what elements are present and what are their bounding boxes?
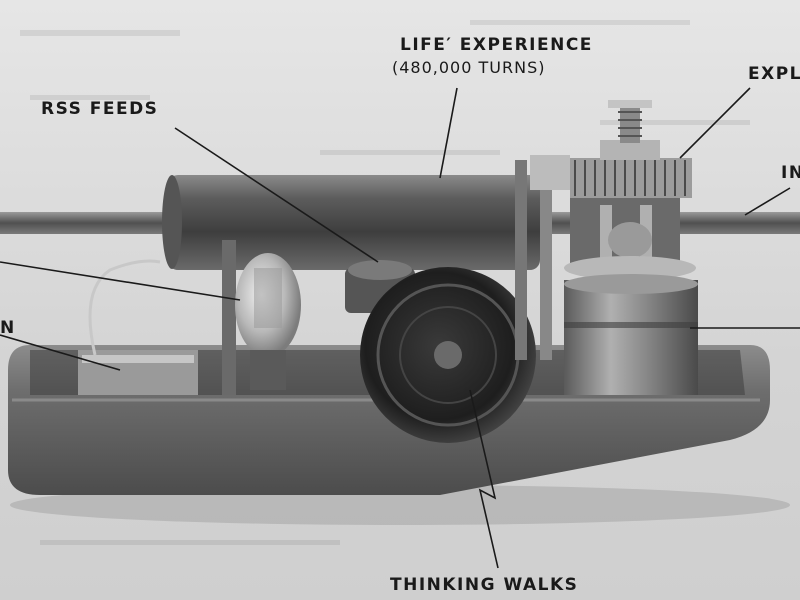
wire [88, 259, 161, 356]
label-thinking-walks: THINKING WALKS [390, 575, 579, 595]
leader-life-experience [439, 87, 458, 179]
leader-thinking-walks [469, 389, 499, 569]
support-post [222, 240, 236, 395]
frame-post-right [540, 160, 552, 360]
vacuum-tube [235, 253, 301, 390]
cylinder [162, 175, 540, 270]
leader-expl [679, 87, 751, 159]
leader-n [0, 334, 121, 371]
leader-lines [0, 87, 800, 569]
label-life-experience: LIFE′ EXPERIENCE [400, 35, 593, 55]
right-canister [564, 256, 698, 395]
circuit-box-top [82, 355, 194, 363]
background-text-smudges [20, 20, 750, 545]
label-rss-feeds: RSS FEEDS [41, 99, 159, 119]
label-life-experience-sub: (480,000 TURNS) [392, 58, 546, 77]
label-n: N [0, 318, 16, 338]
leader-rss-feeds [174, 127, 379, 263]
leader-in [744, 187, 791, 216]
label-expl: EXPL [748, 64, 800, 84]
motor [345, 260, 536, 443]
frame-post-left [515, 160, 527, 360]
leader-left-upper [0, 261, 241, 301]
label-in: IN [781, 163, 800, 183]
